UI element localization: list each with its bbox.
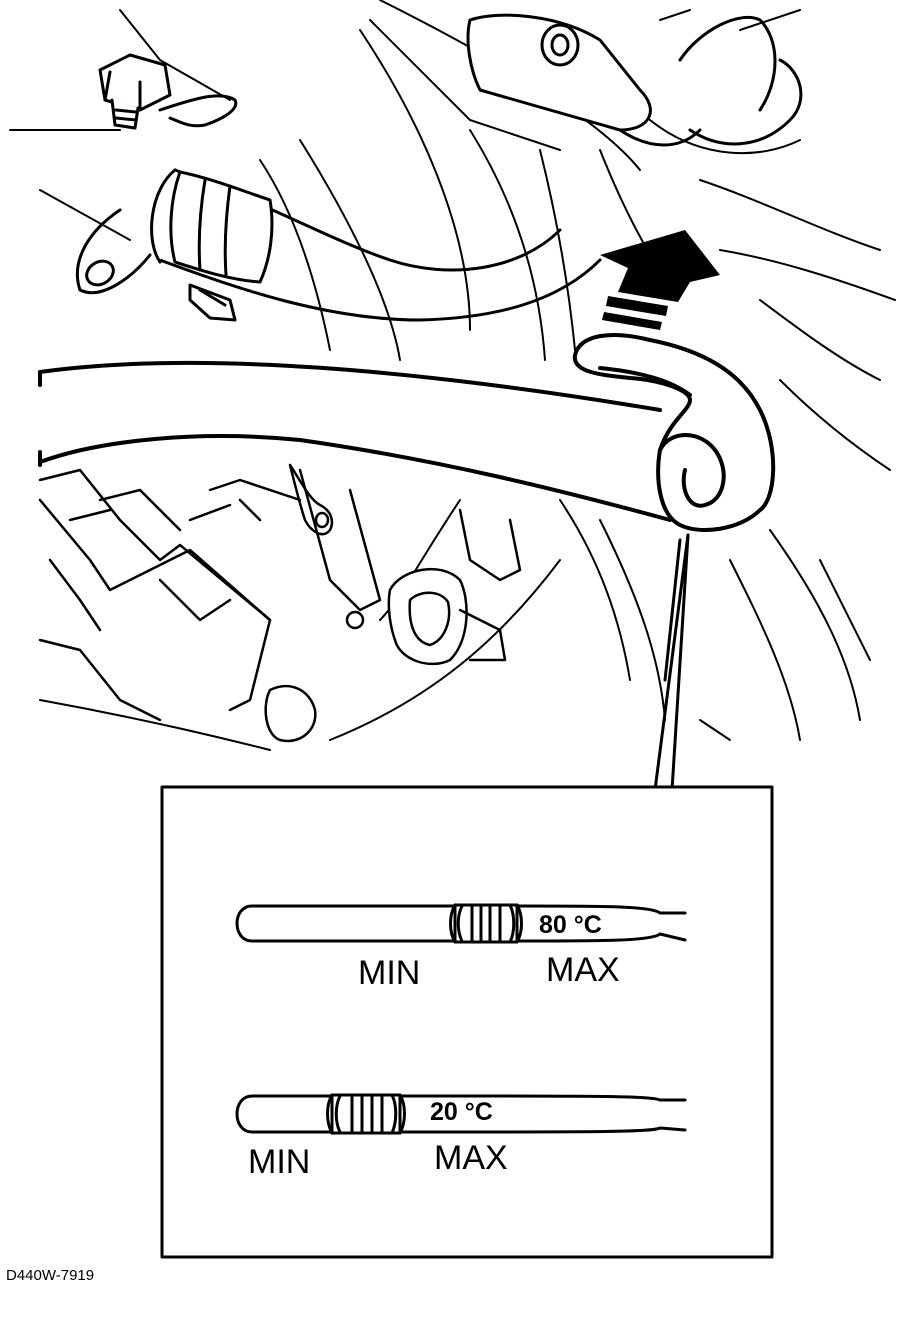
coolant-hose [75, 168, 602, 322]
cross-member-bar [38, 360, 672, 522]
hot-min-label: MIN [358, 954, 421, 992]
upper-housing [466, 13, 803, 147]
dipstick-gauge-cold [235, 1093, 687, 1135]
dipstick-gauge-hot [235, 903, 687, 944]
hex-nut [98, 53, 238, 130]
cold-temperature-label: 20 °C [430, 1098, 493, 1126]
pull-up-arrow-icon [600, 230, 720, 330]
lower-linkage [188, 463, 522, 743]
hot-max-label: MAX [546, 951, 620, 989]
gearbox-housing [38, 468, 272, 722]
cold-min-label: MIN [248, 1143, 311, 1181]
cold-max-label: MAX [434, 1139, 508, 1177]
callout-leader [653, 533, 690, 792]
hot-temperature-label: 80 °C [539, 911, 602, 939]
inset-frame [160, 785, 774, 1259]
figure-code: D440W-7919 [6, 1267, 95, 1284]
dipstick-handle [572, 333, 776, 532]
